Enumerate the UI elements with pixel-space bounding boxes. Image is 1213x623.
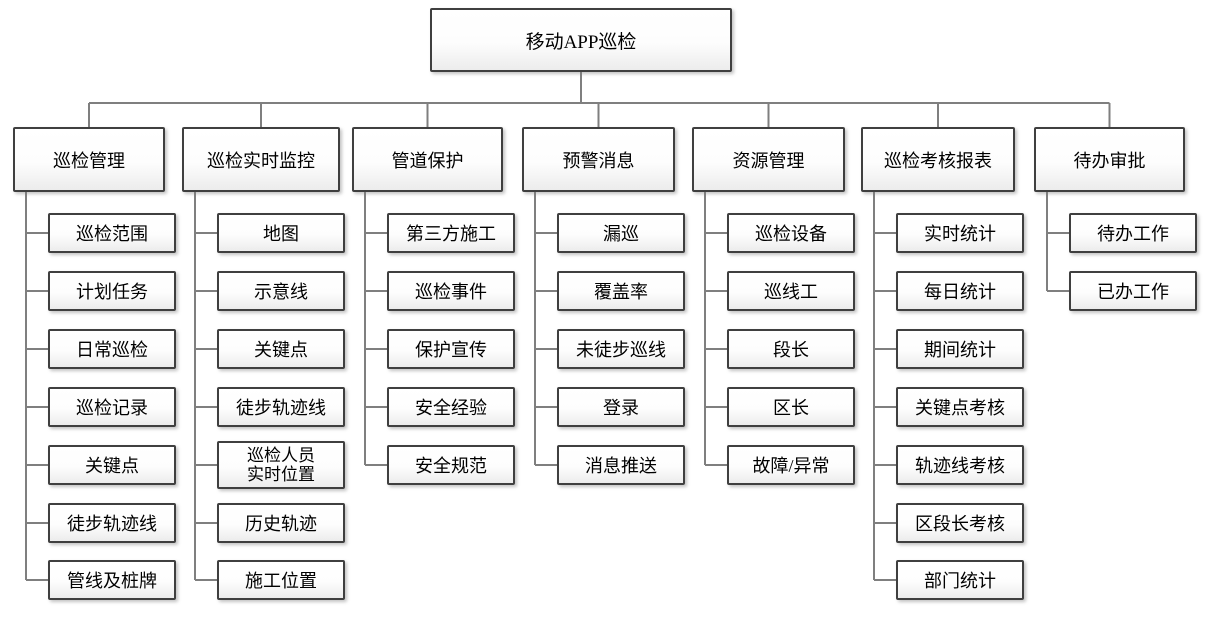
child-node-5-1: 每日统计 <box>896 271 1024 311</box>
child-node-5-6: 部门统计 <box>896 560 1024 600</box>
child-node-5-3: 关键点考核 <box>896 387 1024 427</box>
child-node-4-3: 区长 <box>727 387 855 427</box>
level1-node-5: 巡检考核报表 <box>861 127 1015 192</box>
child-node-0-3: 巡检记录 <box>48 387 176 427</box>
child-node-2-4: 安全规范 <box>387 445 515 485</box>
level1-node-0: 巡检管理 <box>13 127 165 192</box>
child-node-0-2: 日常巡检 <box>48 329 176 369</box>
child-node-0-0: 巡检范围 <box>48 213 176 253</box>
child-node-3-1: 覆盖率 <box>557 271 685 311</box>
child-node-0-1: 计划任务 <box>48 271 176 311</box>
child-node-5-4: 轨迹线考核 <box>896 445 1024 485</box>
level1-node-3: 预警消息 <box>522 127 675 192</box>
level1-node-2: 管道保护 <box>352 127 503 192</box>
child-node-3-3: 登录 <box>557 387 685 427</box>
child-node-5-2: 期间统计 <box>896 329 1024 369</box>
child-node-4-0: 巡检设备 <box>727 213 855 253</box>
child-node-1-5: 历史轨迹 <box>217 503 345 543</box>
child-node-5-0: 实时统计 <box>896 213 1024 253</box>
child-node-4-2: 段长 <box>727 329 855 369</box>
child-node-1-0: 地图 <box>217 213 345 253</box>
child-node-5-5: 区段长考核 <box>896 503 1024 543</box>
child-node-6-1: 已办工作 <box>1069 271 1197 311</box>
child-node-1-2: 关键点 <box>217 329 345 369</box>
child-node-6-0: 待办工作 <box>1069 213 1197 253</box>
child-node-1-1: 示意线 <box>217 271 345 311</box>
child-node-0-5: 徒步轨迹线 <box>48 503 176 543</box>
child-node-1-6: 施工位置 <box>217 560 345 600</box>
child-node-4-4: 故障/异常 <box>727 445 855 485</box>
child-node-3-2: 未徒步巡线 <box>557 329 685 369</box>
child-node-4-1: 巡线工 <box>727 271 855 311</box>
level1-node-1: 巡检实时监控 <box>182 127 340 192</box>
child-node-3-4: 消息推送 <box>557 445 685 485</box>
root-node: 移动APP巡检 <box>430 8 732 72</box>
child-node-2-2: 保护宣传 <box>387 329 515 369</box>
child-node-0-4: 关键点 <box>48 445 176 485</box>
child-node-1-4: 巡检人员 实时位置 <box>217 441 345 489</box>
level1-node-6: 待办审批 <box>1034 127 1185 192</box>
child-node-1-3: 徒步轨迹线 <box>217 387 345 427</box>
child-node-3-0: 漏巡 <box>557 213 685 253</box>
child-node-2-0: 第三方施工 <box>387 213 515 253</box>
child-node-2-1: 巡检事件 <box>387 271 515 311</box>
level1-node-4: 资源管理 <box>692 127 845 192</box>
child-node-0-6: 管线及桩牌 <box>48 560 176 600</box>
child-node-2-3: 安全经验 <box>387 387 515 427</box>
